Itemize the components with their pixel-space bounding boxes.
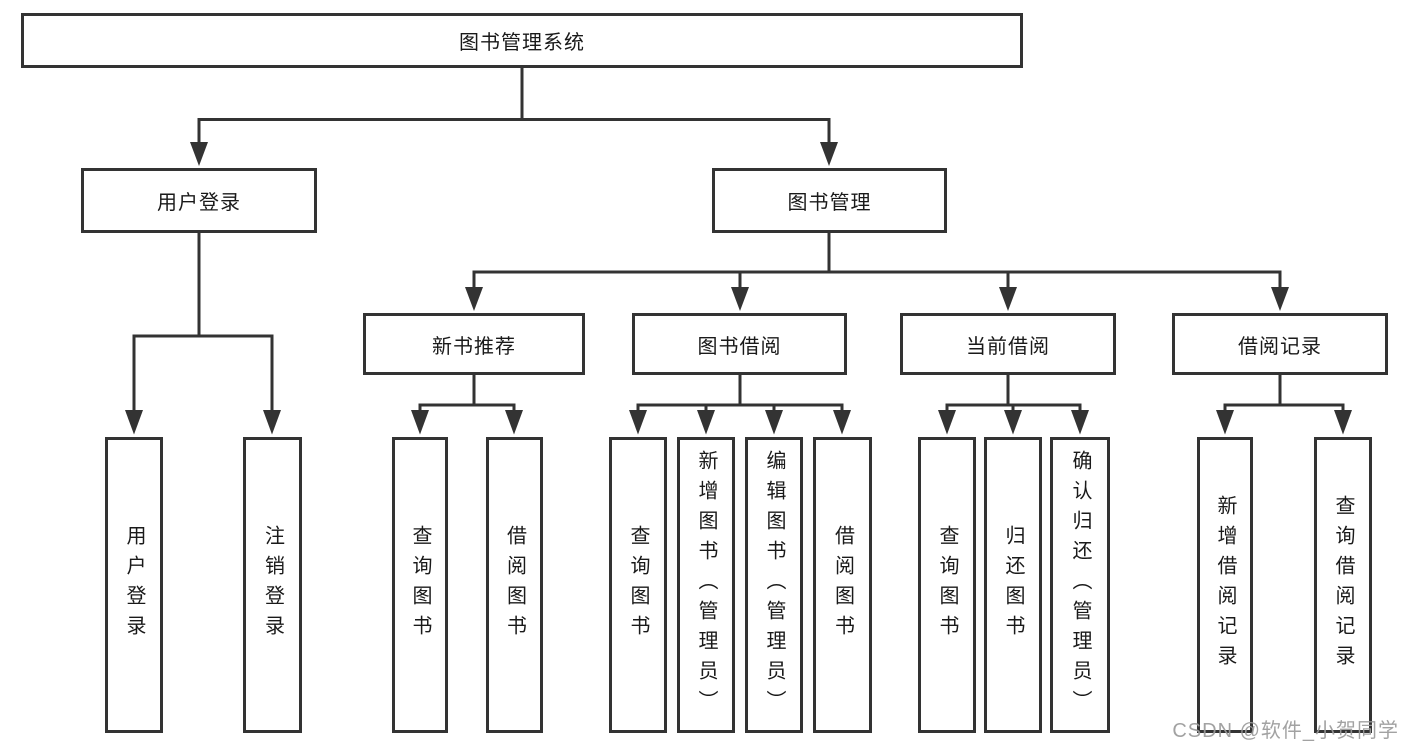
node-label: 新书推荐	[432, 335, 516, 358]
arrowhead-icon	[1216, 410, 1234, 435]
node-label: 用户登录	[123, 525, 145, 645]
node-label: 查询借阅记录	[1332, 495, 1354, 675]
arrowhead-icon	[1071, 410, 1089, 435]
leaf-add-borrow-record: 新增借阅记录	[1197, 437, 1253, 733]
node-label: 借阅记录	[1238, 335, 1322, 358]
node-label: 图书管理系统	[459, 32, 585, 54]
node-label: 图书管理	[787, 192, 872, 214]
node-label: 编辑图书（管理员）	[763, 450, 785, 720]
arrowhead-icon	[999, 287, 1017, 311]
arrowhead-icon	[1004, 410, 1022, 435]
node-label: 查询图书	[409, 525, 431, 645]
leaf-add-books-admin: 新增图书（管理员）	[677, 437, 735, 733]
arrowhead-icon	[697, 410, 715, 435]
leaf-edit-books-admin: 编辑图书（管理员）	[745, 437, 803, 733]
leaf-logout: 注销登录	[243, 437, 302, 733]
arrowhead-icon	[1271, 287, 1289, 311]
arrowhead-icon	[765, 410, 783, 435]
arrowhead-icon	[263, 410, 281, 435]
node-label: 当前借阅	[966, 335, 1050, 358]
arrowhead-icon	[411, 410, 429, 435]
arrowhead-icon	[731, 287, 749, 311]
node-label: 新增借阅记录	[1214, 495, 1236, 675]
leaf-confirm-return-admin: 确认归还（管理员）	[1050, 437, 1110, 733]
node-label: 新增图书（管理员）	[695, 450, 717, 720]
node-book-borrowing: 图书借阅	[632, 313, 847, 375]
leaf-user-login: 用户登录	[105, 437, 163, 733]
arrowhead-icon	[820, 142, 838, 166]
leaf-borrow-books: 借阅图书	[813, 437, 872, 733]
leaf-query-borrow-record: 查询借阅记录	[1314, 437, 1372, 733]
node-label: 用户登录	[157, 192, 241, 214]
node-user-login: 用户登录	[81, 168, 317, 233]
node-library-management-system: 图书管理系统	[21, 13, 1023, 68]
leaf-query-books-current: 查询图书	[918, 437, 976, 733]
node-label: 借阅图书	[503, 525, 526, 645]
arrowhead-icon	[938, 410, 956, 435]
node-label: 查询图书	[627, 525, 649, 645]
arrowhead-icon	[505, 410, 523, 435]
leaf-return-books: 归还图书	[984, 437, 1042, 733]
arrowhead-icon	[833, 410, 851, 435]
node-label: 图书借阅	[697, 335, 782, 358]
node-label: 确认归还（管理员）	[1069, 450, 1091, 720]
leaf-borrow-books-recommend: 借阅图书	[486, 437, 543, 733]
arrowhead-icon	[1334, 410, 1352, 435]
arrowhead-icon	[190, 142, 208, 166]
watermark: CSDN @软件_小贺同学	[1172, 720, 1399, 742]
arrowhead-icon	[125, 410, 143, 435]
leaf-query-books-borrow: 查询图书	[609, 437, 667, 733]
node-label: 查询图书	[936, 525, 958, 645]
node-current-borrowing: 当前借阅	[900, 313, 1116, 375]
node-borrowing-records: 借阅记录	[1172, 313, 1388, 375]
leaf-query-books-recommend: 查询图书	[392, 437, 448, 733]
arrowhead-icon	[465, 287, 483, 311]
node-book-management: 图书管理	[712, 168, 947, 233]
node-new-book-recommendation: 新书推荐	[363, 313, 585, 375]
node-label: 归还图书	[1002, 525, 1024, 645]
arrowhead-icon	[629, 410, 647, 435]
node-label: 注销登录	[261, 525, 284, 645]
node-label: 借阅图书	[831, 525, 854, 645]
